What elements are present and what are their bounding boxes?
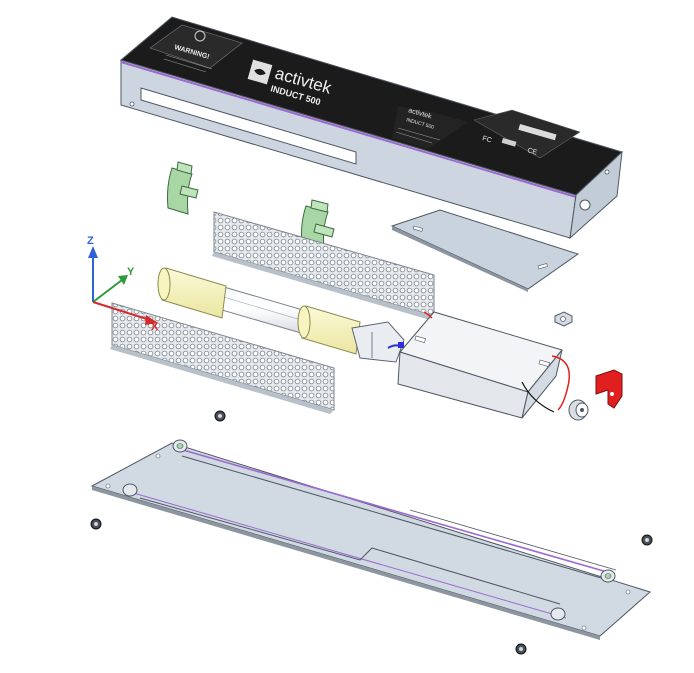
x-axis-label: X xyxy=(151,321,159,333)
y-axis xyxy=(92,279,123,303)
screw xyxy=(90,518,102,530)
x-arrow-icon xyxy=(145,315,158,325)
y-axis-label: Y xyxy=(127,266,135,278)
z-arrow-icon xyxy=(88,246,98,258)
tube-clip-left xyxy=(167,161,199,215)
y-arrow-icon xyxy=(118,275,128,285)
power-switch xyxy=(568,399,589,421)
top-housing: WARNING! activtek INDUCT 500 activtek IN… xyxy=(119,16,623,240)
warning-symbol-icon xyxy=(194,30,206,42)
screw xyxy=(515,643,527,655)
red-switch-bracket xyxy=(595,369,623,409)
axis-triad: Z Y X xyxy=(87,235,159,333)
screw xyxy=(214,410,226,422)
cert-fc: FC xyxy=(481,135,492,144)
hex-nut xyxy=(554,311,573,327)
ballast xyxy=(387,311,570,419)
x-axis xyxy=(92,301,151,321)
rating-plate: FC CE xyxy=(473,109,581,159)
honeycomb-panel-front xyxy=(110,302,335,414)
warning-label: WARNING! xyxy=(149,24,243,73)
screw xyxy=(641,534,653,546)
base-plate xyxy=(90,439,651,640)
lamp-socket xyxy=(351,321,405,363)
mounting-plate xyxy=(390,209,580,292)
z-axis-label: Z xyxy=(87,235,94,247)
info-label: activtek INDUCT 500 xyxy=(392,106,468,149)
cert-ce: CE xyxy=(526,147,538,157)
lamp-sleeve-right xyxy=(297,305,361,355)
lamp-sleeve-left xyxy=(157,267,227,319)
